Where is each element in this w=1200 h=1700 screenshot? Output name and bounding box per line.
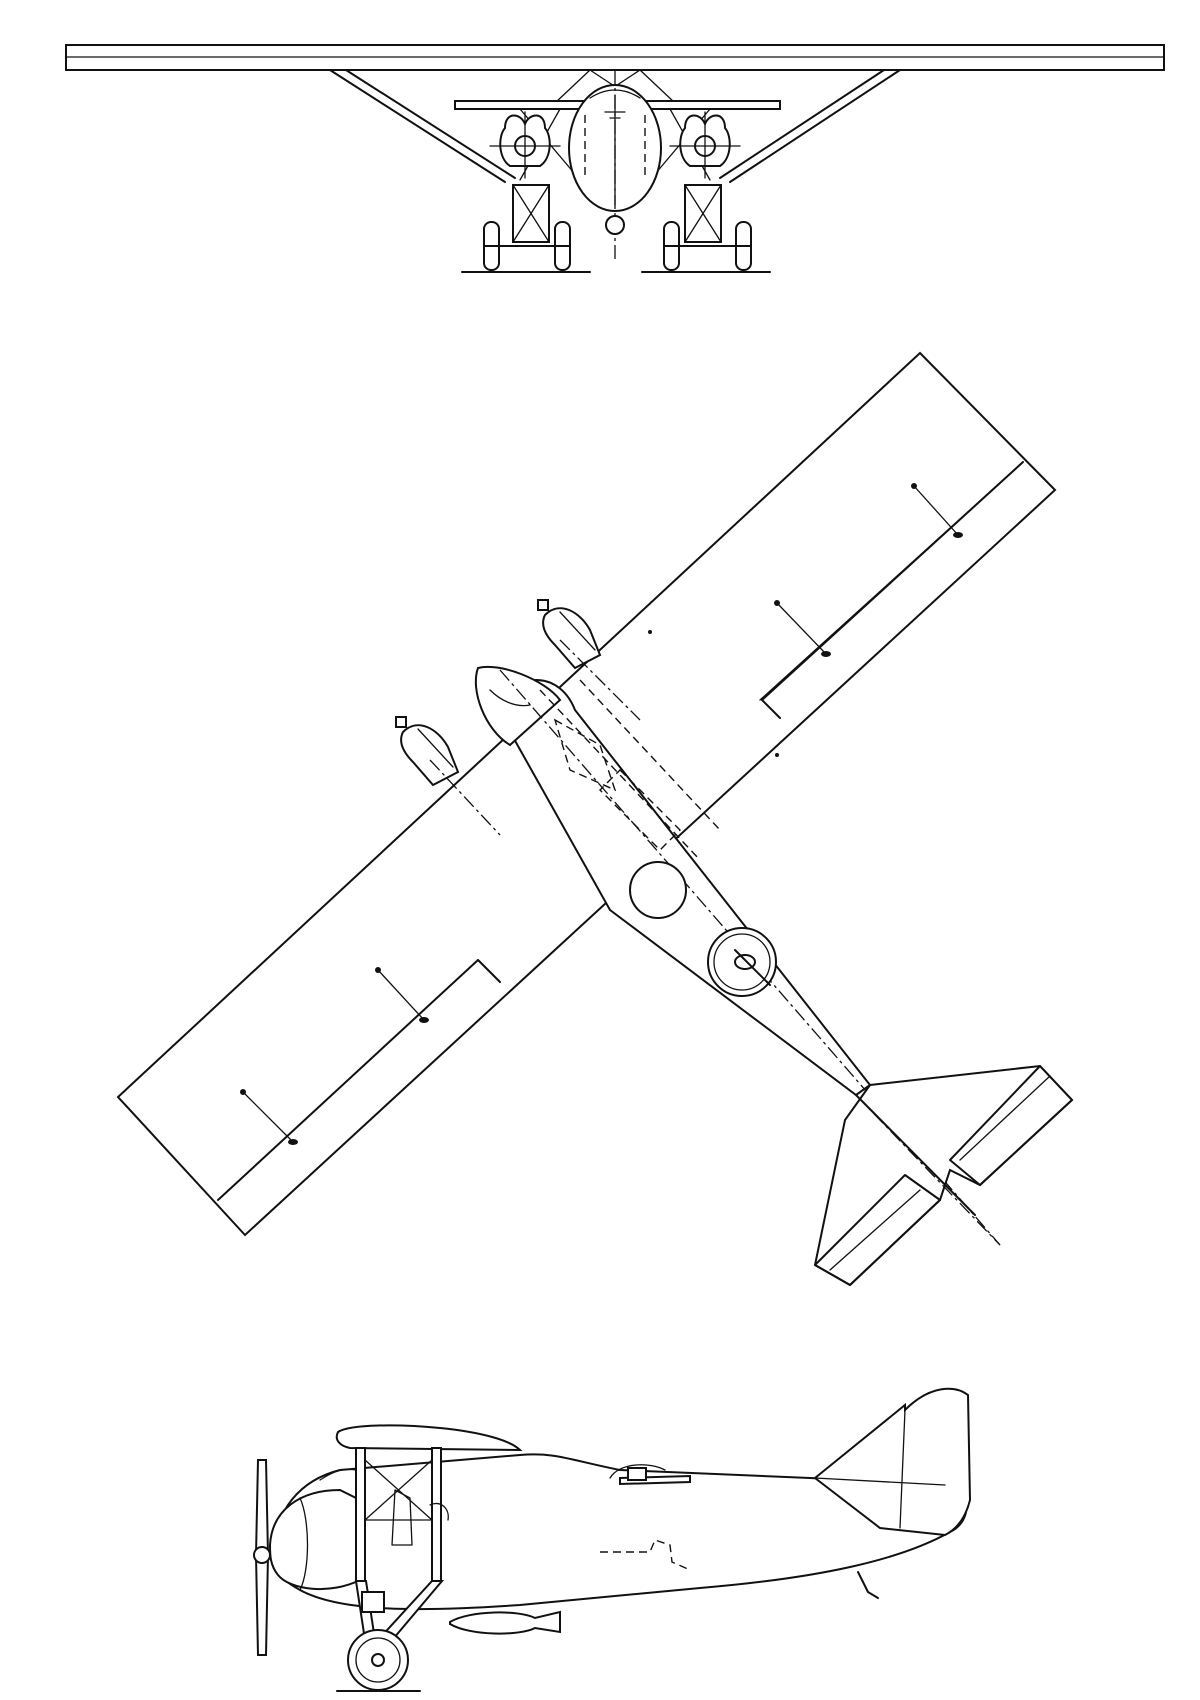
- plan-pilot-cockpit: [629, 861, 687, 919]
- side-view: [253, 1387, 972, 1692]
- side-engine-cowl: [268, 1488, 361, 1591]
- front-view: [65, 44, 1165, 273]
- side-upper-wing: [335, 1424, 523, 1452]
- plan-view: [116, 351, 1074, 1287]
- side-tail-skid: [857, 1571, 879, 1599]
- plan-lower-engine: [395, 716, 460, 787]
- side-front-strut: [355, 1447, 366, 1582]
- front-chin-fitting: [605, 215, 625, 235]
- front-left-landing-gear: [461, 184, 591, 273]
- plan-left-aileron: [217, 959, 479, 1201]
- front-left-engine: [489, 111, 561, 179]
- side-fuselage: [270, 1453, 968, 1611]
- plan-aileron-horns: [240, 483, 963, 1145]
- front-right-landing-gear: [641, 184, 771, 273]
- side-fin: [813, 1387, 972, 1537]
- side-propeller-hub: [253, 1546, 271, 1564]
- plan-nose: [474, 665, 562, 747]
- plan-tailplane: [813, 1064, 1074, 1287]
- side-landing-gear: [336, 1580, 445, 1692]
- plan-elevators: [814, 1065, 1073, 1286]
- side-rear-gun: [609, 1464, 691, 1486]
- front-right-engine: [669, 111, 741, 179]
- side-rear-strut: [431, 1447, 442, 1582]
- side-bomb: [449, 1610, 561, 1635]
- front-wing-struts: [329, 69, 901, 183]
- plan-upper-engine: [537, 599, 602, 670]
